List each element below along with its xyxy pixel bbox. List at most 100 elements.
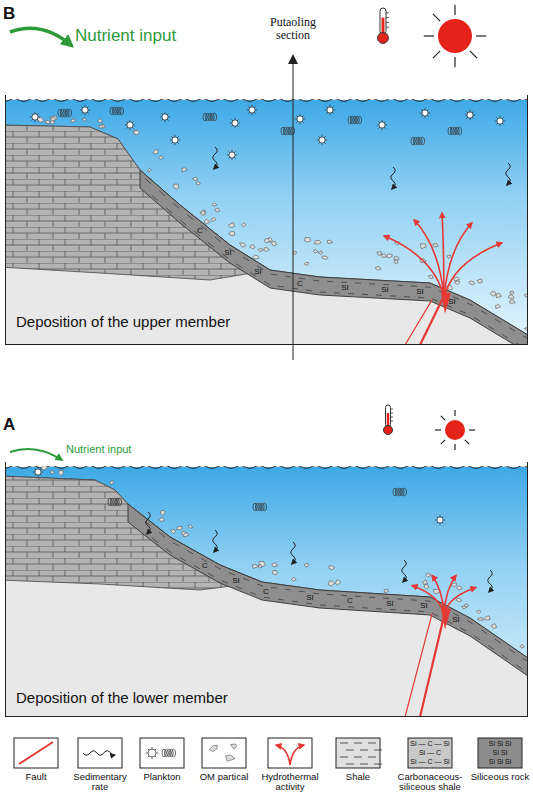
om-particle (98, 118, 103, 122)
legend-pattern-text: Si — C — Si (410, 758, 449, 766)
plankton-coil (413, 137, 417, 145)
band-dashes (222, 581, 228, 583)
om-particle (170, 529, 176, 533)
nutrient-arrow (10, 449, 62, 460)
panel-illustration (0, 465, 533, 717)
legend-label: Fault (1, 772, 71, 782)
plankton-symbol (237, 119, 239, 121)
plankton-symbol (442, 516, 444, 518)
fault-wedge (441, 608, 451, 629)
band-dashes (299, 591, 305, 593)
plankton-symbol (428, 113, 430, 114)
sun-icon (433, 14, 440, 21)
plankton-symbol (81, 106, 83, 108)
plankton-symbol (326, 112, 328, 114)
shale-dash (360, 750, 368, 751)
band-dashes (355, 282, 361, 283)
om-particle (318, 251, 322, 254)
plankton-symbol (296, 121, 298, 123)
legend-label: Siliceous rock (465, 772, 533, 782)
om-particle (110, 481, 114, 485)
plankton-coil (110, 498, 114, 506)
plankton-symbol (325, 105, 335, 115)
om-particle (252, 255, 259, 259)
plankton-symbol (40, 468, 42, 470)
band-dashes (355, 596, 361, 597)
plankton-coil (348, 116, 352, 124)
water-surface (5, 466, 527, 468)
strata-symbol: SI (386, 600, 394, 609)
sun-icon (441, 416, 445, 420)
strata-symbol: SI (416, 288, 424, 297)
band-dashes (404, 296, 410, 297)
plankton-coil (112, 107, 116, 115)
plankton-symbol (295, 119, 297, 120)
hydrothermal-arrow (444, 243, 502, 298)
legend-sample-box (268, 738, 312, 768)
legend-pattern-text: Si Si Si (489, 758, 512, 766)
om-particle (249, 245, 255, 249)
plankton-symbol (377, 125, 379, 126)
band-dashes (264, 281, 270, 285)
om-particle (153, 150, 159, 155)
sun-icon (476, 35, 486, 36)
plankton-symbol (235, 155, 237, 156)
plankton-symbol (465, 110, 475, 120)
om-particle (426, 573, 431, 577)
plankton-symbol (385, 125, 387, 126)
plankton-symbol (170, 140, 172, 141)
strata-symbol: C (263, 588, 269, 597)
plankton-symbol (470, 110, 471, 112)
plankton-symbol (322, 143, 323, 145)
plankton-symbol (126, 127, 128, 129)
plankton-coil (353, 116, 357, 124)
om-particle (99, 125, 104, 128)
band-dashes (285, 276, 291, 278)
panel-illustration (0, 99, 533, 353)
siliceous-shale-band (128, 504, 528, 676)
band-dashes (334, 605, 340, 606)
plankton-symbol (35, 469, 41, 475)
hydrothermal-sample (290, 745, 304, 765)
band-dashes (502, 655, 508, 659)
plankton-coil (393, 488, 397, 496)
om-particle (71, 118, 76, 122)
sedimentary-rate-arrow (506, 163, 510, 185)
plankton-symbol (85, 105, 86, 107)
plankton-coil (60, 109, 64, 117)
om-particle (477, 617, 483, 620)
plankton-symbol (80, 110, 82, 111)
plankton-symbol (248, 106, 250, 108)
plankton-coil (58, 109, 62, 117)
plankton-symbol (160, 112, 170, 122)
sedimentary-rate-arrow (146, 512, 150, 534)
plankton-symbol (326, 106, 328, 108)
om-particle (50, 471, 54, 474)
om-particle (272, 563, 277, 567)
plankton-symbol (500, 116, 501, 118)
plankton-symbol (146, 747, 158, 759)
om-particle (455, 281, 460, 284)
plankton-symbol (300, 114, 301, 116)
plankton-symbol (81, 112, 83, 114)
plankton-coil (115, 498, 119, 506)
plankton-symbol (332, 106, 334, 108)
plankton-symbol (235, 126, 236, 128)
band-dashes (481, 311, 487, 315)
plankton-symbol (296, 115, 298, 117)
legend-sample-box (478, 738, 522, 768)
plankton-symbol (152, 757, 153, 759)
om-particle (329, 566, 335, 570)
plankton-symbol (497, 118, 503, 124)
plankton-symbol (156, 753, 158, 754)
om-particle (381, 254, 387, 258)
fault-line (420, 292, 446, 345)
band-dashes (467, 620, 473, 624)
plankton-symbol (248, 112, 250, 114)
om-particle (182, 168, 187, 172)
sun-icon (424, 5, 486, 67)
plankton-coil (258, 503, 262, 511)
om-particle (424, 584, 429, 589)
plankton-symbol (38, 467, 39, 469)
strata-symbol: SI (224, 248, 232, 257)
